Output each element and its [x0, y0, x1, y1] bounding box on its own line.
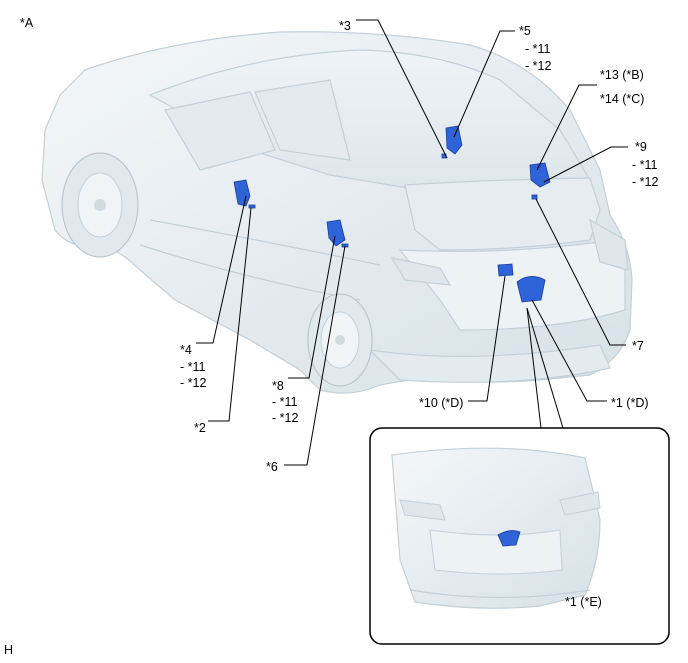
callout-9-sub2: - *12	[632, 175, 659, 189]
leader-3	[356, 19, 448, 159]
callout-5-sub1: - *11	[525, 42, 551, 56]
callout-1-e: *1 (*E)	[565, 595, 602, 609]
component-1-inset	[497, 530, 521, 547]
inset-detail	[369, 427, 670, 645]
leader-7	[535, 198, 626, 346]
leader-6	[284, 245, 346, 466]
leader-13	[536, 84, 597, 171]
callout-8-sub1: - *11	[272, 395, 298, 409]
callout-4-sub1: - *11	[180, 360, 206, 374]
component-10	[497, 263, 514, 277]
vehicle-body	[41, 31, 633, 394]
leader-2	[208, 207, 252, 422]
callout-8-sub2: - *12	[272, 411, 299, 425]
callout-1-d: *1 (*D)	[611, 396, 649, 410]
callout-2: *2	[194, 421, 206, 435]
callout-9-sub1: - *11	[632, 158, 658, 172]
component-8	[326, 219, 346, 247]
callout-5: *5	[519, 24, 531, 38]
component-1	[516, 276, 546, 303]
component-4	[233, 179, 251, 207]
leader-8	[288, 235, 336, 379]
callout-8: *8	[272, 379, 284, 393]
leader-1d	[531, 299, 607, 402]
leader-10	[468, 275, 506, 402]
leader-inset-left	[526, 307, 542, 429]
callout-9: *9	[635, 140, 647, 154]
callout-3: *3	[339, 19, 351, 33]
leader-5	[453, 30, 515, 138]
corner-code-label: H	[4, 643, 14, 657]
callout-7: *7	[632, 339, 644, 353]
leader-9	[543, 146, 628, 183]
component-7	[531, 194, 538, 200]
figure-id-label: *A	[20, 16, 34, 30]
components	[233, 125, 551, 303]
rear-wheel	[307, 293, 373, 387]
leader-inset-right	[526, 307, 564, 429]
callout-10: *10 (*D)	[419, 396, 464, 410]
component-2	[248, 204, 256, 209]
callout-14: *14 (*C)	[600, 92, 645, 106]
callout-6: *6	[266, 460, 278, 474]
callout-4: *4	[180, 343, 192, 357]
callout-4-sub2: - *12	[180, 376, 207, 390]
leader-4	[196, 195, 247, 344]
front-wheel	[61, 152, 139, 258]
callout-5-sub2: - *12	[525, 59, 552, 73]
callout-13: *13 (*B)	[600, 68, 644, 82]
component-5	[445, 125, 463, 155]
